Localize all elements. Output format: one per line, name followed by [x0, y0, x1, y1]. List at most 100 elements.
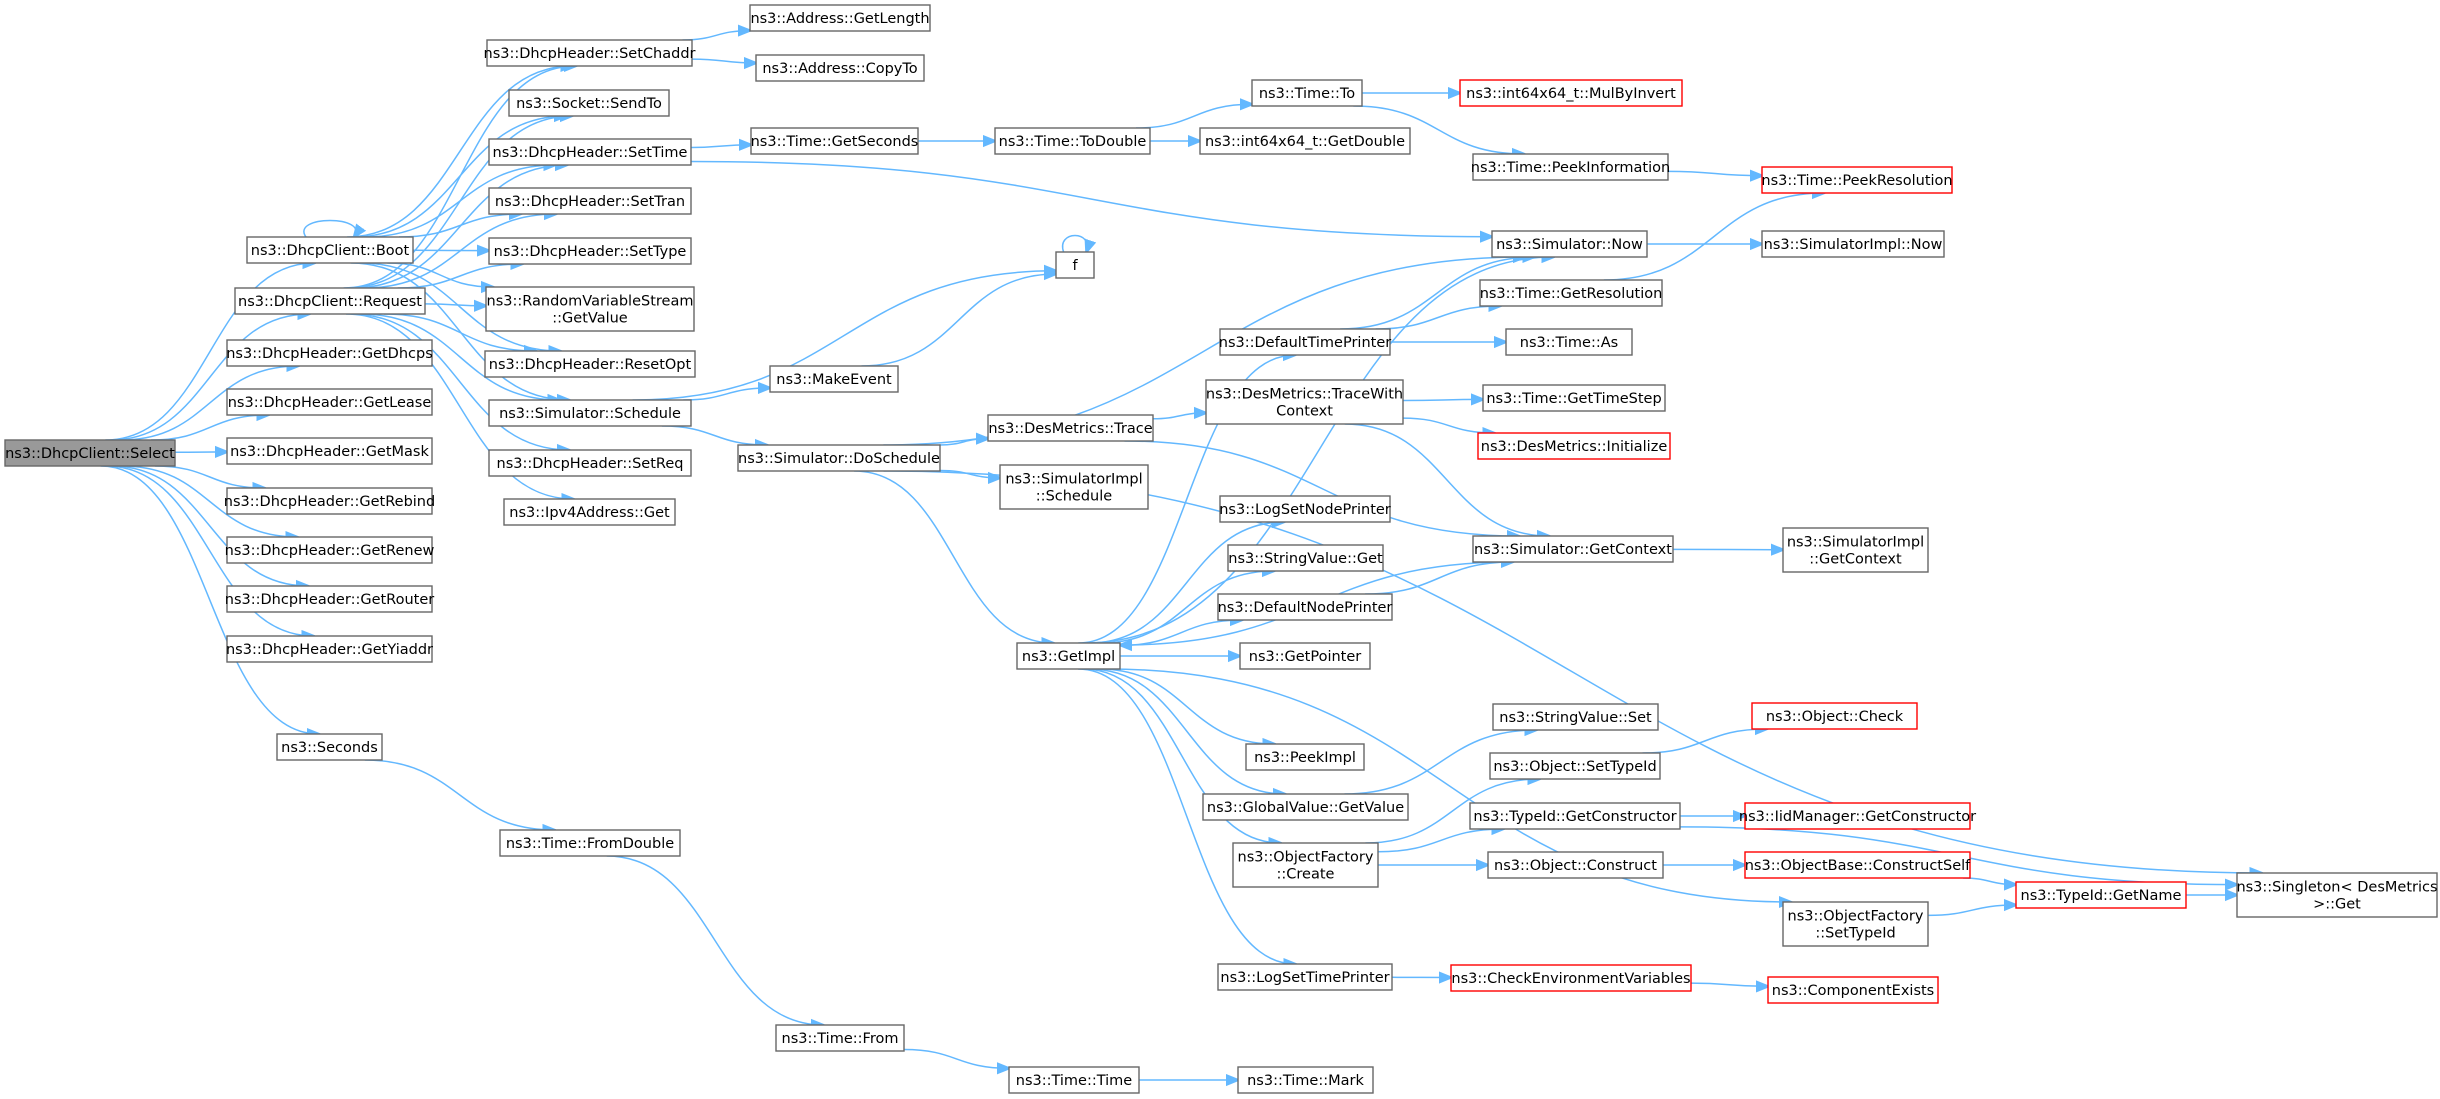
node-box: [488, 237, 692, 265]
function-node-todouble[interactable]: ns3::Time::ToDouble: [994, 127, 1151, 155]
function-node-simnow[interactable]: ns3::Simulator::Now: [1491, 230, 1648, 258]
function-node-setreq[interactable]: ns3::DhcpHeader::SetReq: [488, 449, 692, 477]
node-box: [226, 635, 433, 663]
function-node-getpointer[interactable]: ns3::GetPointer: [1239, 642, 1371, 670]
function-node-getseconds[interactable]: ns3::Time::GetSeconds: [750, 127, 919, 155]
function-node-timefrom[interactable]: ns3::Time::From: [775, 1024, 905, 1052]
function-node-objectsettypeid[interactable]: ns3::Object::SetTypeId: [1489, 752, 1661, 780]
function-node-componentexists[interactable]: ns3::ComponentExists: [1767, 976, 1939, 1004]
function-node-setchaddr[interactable]: ns3::DhcpHeader::SetChaddr: [484, 39, 696, 67]
node-box: [2015, 881, 2187, 909]
function-node-getyiaddr[interactable]: ns3::DhcpHeader::GetYiaddr: [226, 635, 433, 663]
function-node-mulbyinvert[interactable]: ns3::int64x64_t::MulByInvert: [1459, 79, 1683, 107]
function-node-getdhcps[interactable]: ns3::DhcpHeader::GetDhcps: [226, 339, 433, 367]
function-node-timemark[interactable]: ns3::Time::Mark: [1237, 1066, 1374, 1094]
function-node-peekinformation[interactable]: ns3::Time::PeekInformation: [1471, 153, 1670, 181]
function-node-desmetricstrace[interactable]: ns3::DesMetrics::Trace: [987, 414, 1154, 442]
function-node-simimplgetcontext[interactable]: ns3::SimulatorImpl::GetContext: [1782, 527, 1929, 573]
function-node-getrenew[interactable]: ns3::DhcpHeader::GetRenew: [225, 536, 435, 564]
function-node-timeto[interactable]: ns3::Time::To: [1251, 79, 1363, 107]
function-node-globalvaluegetvalue[interactable]: ns3::GlobalValue::GetValue: [1202, 793, 1409, 821]
function-node-addrgetlength[interactable]: ns3::Address::GetLength: [749, 4, 931, 32]
function-node-makeevent[interactable]: ns3::MakeEvent: [769, 365, 899, 393]
node-box: [246, 236, 414, 264]
node-label: ns3::DhcpHeader::SetReq: [497, 456, 684, 472]
node-box: [1744, 802, 1971, 830]
node-label: ns3::CheckEnvironmentVariables: [1451, 971, 1690, 987]
call-edge-settime-to-getseconds: [690, 145, 751, 148]
function-node-defaulttimeprinter[interactable]: ns3::DefaultTimePrinter: [1219, 328, 1391, 356]
function-node-typeidgetname[interactable]: ns3::TypeId::GetName: [2015, 881, 2187, 909]
function-node-peekresolution[interactable]: ns3::Time::PeekResolution: [1761, 166, 1953, 194]
node-label: ns3::IidManager::GetConstructor: [1739, 809, 1976, 825]
function-node-schedule[interactable]: ns3::Simulator::Schedule: [488, 399, 692, 427]
function-node-objectconstruct[interactable]: ns3::Object::Construct: [1487, 851, 1664, 879]
function-node-resetopt[interactable]: ns3::DhcpHeader::ResetOpt: [484, 350, 696, 378]
function-node-simimplschedule[interactable]: ns3::SimulatorImpl::Schedule: [999, 464, 1149, 510]
node-box: [1217, 593, 1393, 621]
function-node-checkenv[interactable]: ns3::CheckEnvironmentVariables: [1450, 964, 1692, 992]
node-box: [226, 536, 433, 564]
function-node-singletonget[interactable]: ns3::Singleton< DesMetrics>::Get: [2236, 872, 2438, 918]
call-edge-boot-to-schedule: [350, 262, 570, 400]
node-label: ns3::DhcpHeader::ResetOpt: [489, 357, 692, 373]
function-node-boot[interactable]: ns3::DhcpClient::Boot: [246, 236, 414, 264]
function-node-iidgetconstructor[interactable]: ns3::IidManager::GetConstructor: [1739, 802, 1976, 830]
function-node-addrcopyto[interactable]: ns3::Address::CopyTo: [755, 54, 925, 82]
function-node-f[interactable]: f: [1055, 251, 1095, 279]
function-node-logsetnodeprinter[interactable]: ns3::LogSetNodePrinter: [1219, 495, 1391, 523]
function-node-logsettimeprinter[interactable]: ns3::LogSetTimePrinter: [1217, 963, 1393, 991]
function-node-fromdouble[interactable]: ns3::Time::FromDouble: [499, 829, 681, 857]
function-node-ipv4get[interactable]: ns3::Ipv4Address::Get: [503, 498, 676, 526]
function-node-getlease[interactable]: ns3::DhcpHeader::GetLease: [226, 388, 433, 416]
call-edge-request-to-rvsgetvalue: [424, 304, 486, 306]
node-box: [749, 4, 931, 32]
function-node-defaultnodeprinter[interactable]: ns3::DefaultNodePrinter: [1217, 593, 1393, 621]
node-box: [1489, 752, 1661, 780]
node-box: [1219, 495, 1391, 523]
function-node-request[interactable]: ns3::DhcpClient::Request: [234, 287, 426, 315]
function-node-getresolution[interactable]: ns3::Time::GetResolution: [1479, 279, 1663, 307]
call-edge-request-to-setchaddr: [343, 66, 576, 289]
call-edge-select-to-getrenew: [122, 465, 297, 537]
node-box: [1751, 702, 1918, 730]
function-node-getmask[interactable]: ns3::DhcpHeader::GetMask: [226, 437, 433, 465]
function-node-getrouter[interactable]: ns3::DhcpHeader::GetRouter: [225, 585, 435, 613]
node-label: ns3::Seconds: [281, 740, 378, 756]
function-node-int64getdouble[interactable]: ns3::int64x64_t::GetDouble: [1199, 127, 1411, 155]
function-node-select[interactable]: ns3::DhcpClient::Select: [4, 439, 176, 467]
node-box: [4, 439, 176, 467]
node-box: [1767, 976, 1939, 1004]
function-node-peekimpl[interactable]: ns3::PeekImpl: [1245, 743, 1365, 771]
function-node-desmetricsinit[interactable]: ns3::DesMetrics::Initialize: [1477, 432, 1671, 460]
function-node-settran[interactable]: ns3::DhcpHeader::SetTran: [488, 187, 692, 215]
function-node-constructself[interactable]: ns3::ObjectBase::ConstructSelf: [1744, 851, 1971, 879]
function-node-settime[interactable]: ns3::DhcpHeader::SetTime: [488, 138, 692, 166]
function-node-timetime[interactable]: ns3::Time::Time: [1008, 1066, 1140, 1094]
function-node-timeas[interactable]: ns3::Time::As: [1505, 328, 1633, 356]
function-node-typeidgetconstructor[interactable]: ns3::TypeId::GetConstructor: [1469, 802, 1681, 830]
node-box: [485, 286, 695, 332]
function-node-simgetcontext[interactable]: ns3::Simulator::GetContext: [1472, 535, 1674, 563]
function-node-stringvalueset[interactable]: ns3::StringValue::Set: [1492, 703, 1659, 731]
function-node-objectcheck[interactable]: ns3::Object::Check: [1751, 702, 1918, 730]
function-node-settype[interactable]: ns3::DhcpHeader::SetType: [488, 237, 692, 265]
function-node-objectfactorycreate[interactable]: ns3::ObjectFactory::Create: [1232, 842, 1379, 888]
function-node-ofsettypeid[interactable]: ns3::ObjectFactory::SetTypeId: [1782, 901, 1929, 947]
node-label: ns3::Address::GetLength: [750, 11, 929, 27]
node-label: ::GetContext: [1809, 552, 1902, 568]
function-node-seconds[interactable]: ns3::Seconds: [276, 733, 383, 761]
function-node-stringvalueget[interactable]: ns3::StringValue::Get: [1227, 544, 1384, 572]
function-node-doschedule[interactable]: ns3::Simulator::DoSchedule: [737, 444, 941, 472]
function-node-sendto[interactable]: ns3::Socket::SendTo: [508, 89, 670, 117]
function-node-getrebind[interactable]: ns3::DhcpHeader::GetRebind: [224, 487, 435, 515]
function-node-simimplnow[interactable]: ns3::SimulatorImpl::Now: [1761, 230, 1945, 258]
function-node-rvsgetvalue[interactable]: ns3::RandomVariableStream::GetValue: [485, 286, 695, 332]
function-node-gettimestep[interactable]: ns3::Time::GetTimeStep: [1482, 384, 1666, 412]
call-edge-getimpl-to-objectfactorycreate: [1083, 668, 1280, 843]
node-box: [503, 498, 676, 526]
function-node-getimpl[interactable]: ns3::GetImpl: [1016, 642, 1121, 670]
call-edge-f-self-loop: [1061, 234, 1088, 253]
call-edge-request-to-resetopt: [383, 313, 537, 351]
